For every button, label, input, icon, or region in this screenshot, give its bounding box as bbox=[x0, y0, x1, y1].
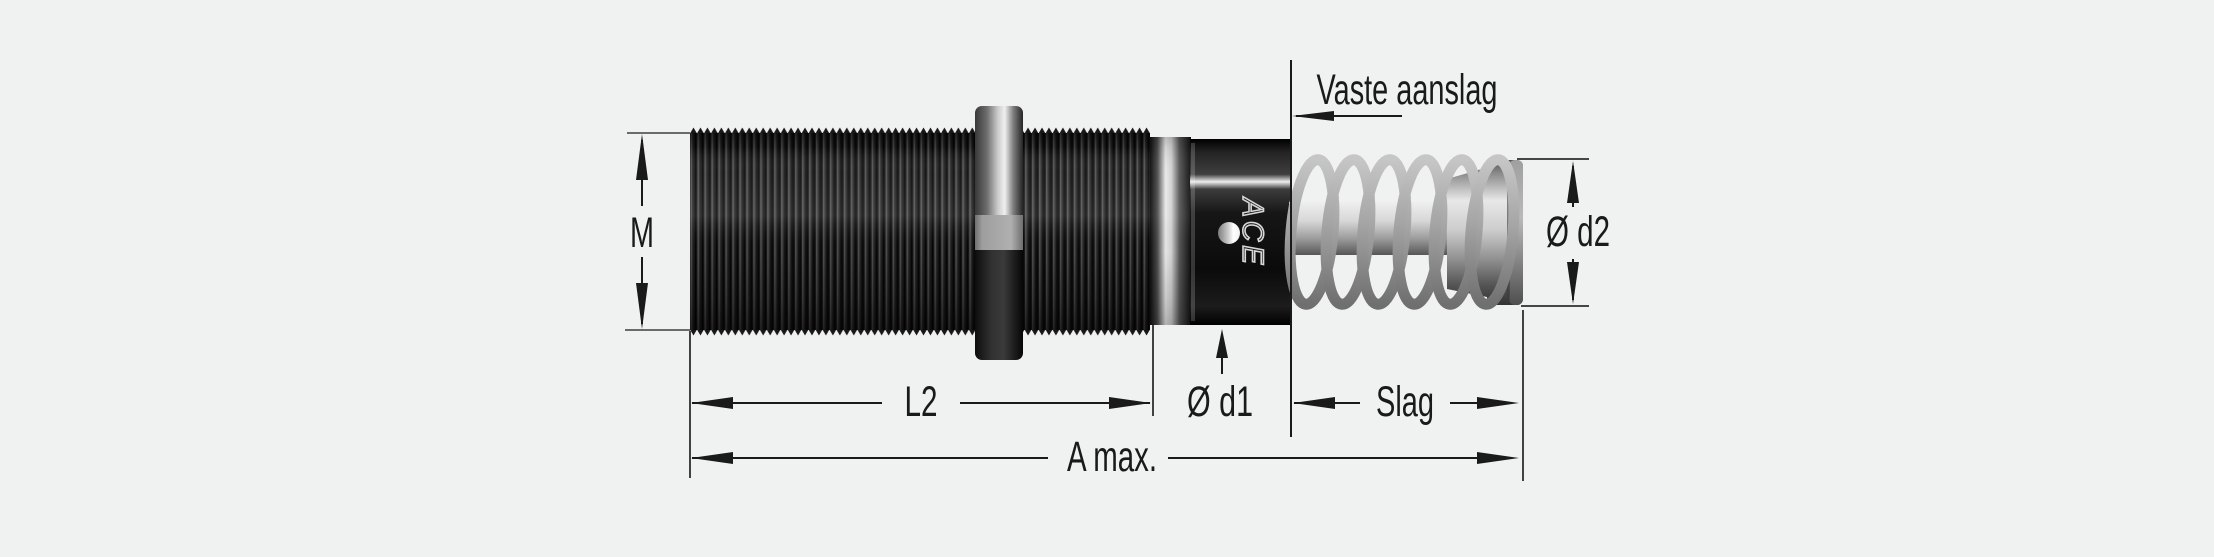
threaded-body bbox=[690, 127, 1150, 336]
nut-middle-facet bbox=[975, 215, 1023, 250]
thread-teeth-top bbox=[690, 127, 1150, 134]
label-thread-length: L2 bbox=[905, 378, 938, 426]
dim-thread-size-m: M bbox=[625, 132, 690, 331]
nut-lower-facet bbox=[975, 250, 1023, 360]
collar-ring bbox=[1150, 137, 1191, 325]
label-thread-size: M bbox=[630, 209, 654, 257]
brand-ace-text: ACE bbox=[1236, 196, 1269, 268]
arrowhead-up bbox=[1567, 161, 1579, 203]
dim-fixed-stop: Vaste aanslag bbox=[1290, 60, 1498, 437]
return-spring bbox=[1284, 154, 1520, 310]
spring-coil bbox=[1356, 154, 1412, 310]
label-stroke: Slag bbox=[1376, 378, 1434, 426]
spring-coil bbox=[1464, 154, 1520, 310]
spring-coil bbox=[1392, 154, 1448, 310]
ace-logo-dot bbox=[1218, 222, 1240, 244]
arrowhead-up bbox=[636, 134, 648, 180]
nut-upper-facet bbox=[975, 106, 1023, 216]
arrowhead-left bbox=[1293, 397, 1335, 409]
outer-body-rear: ACE bbox=[1190, 139, 1291, 325]
arrowhead-right bbox=[1477, 452, 1519, 464]
dim-overall-length-a-max: A max. bbox=[691, 433, 1519, 481]
arrowhead-right bbox=[1109, 397, 1151, 409]
arrowhead-left bbox=[691, 397, 733, 409]
dim-rod-diameter-d2: Ø d2 bbox=[1517, 158, 1610, 307]
arrowhead-left bbox=[691, 452, 733, 464]
arrowhead-down bbox=[636, 283, 648, 329]
arrowhead-left bbox=[1292, 111, 1334, 121]
label-overall-length: A max. bbox=[1067, 433, 1157, 481]
arrowhead-up bbox=[1216, 329, 1228, 358]
arrowhead-right bbox=[1477, 397, 1519, 409]
thread-shading bbox=[690, 133, 1150, 330]
label-body-diameter: Ø d1 bbox=[1187, 378, 1253, 426]
dim-stroke-slag: Slag bbox=[1293, 310, 1524, 481]
dim-body-diameter-d1: Ø d1 bbox=[1187, 329, 1253, 426]
spring-coil bbox=[1320, 154, 1376, 310]
hex-locknut bbox=[975, 106, 1023, 360]
arrowhead-down bbox=[1567, 262, 1579, 304]
label-fixed-stop: Vaste aanslag bbox=[1317, 66, 1498, 114]
dim-thread-length-l2: L2 bbox=[689, 325, 1154, 478]
spring-coil bbox=[1428, 154, 1484, 310]
rear-body-edge-highlight bbox=[1191, 143, 1195, 321]
label-rod-diameter: Ø d2 bbox=[1546, 208, 1610, 256]
thread-teeth-bottom bbox=[690, 329, 1150, 336]
